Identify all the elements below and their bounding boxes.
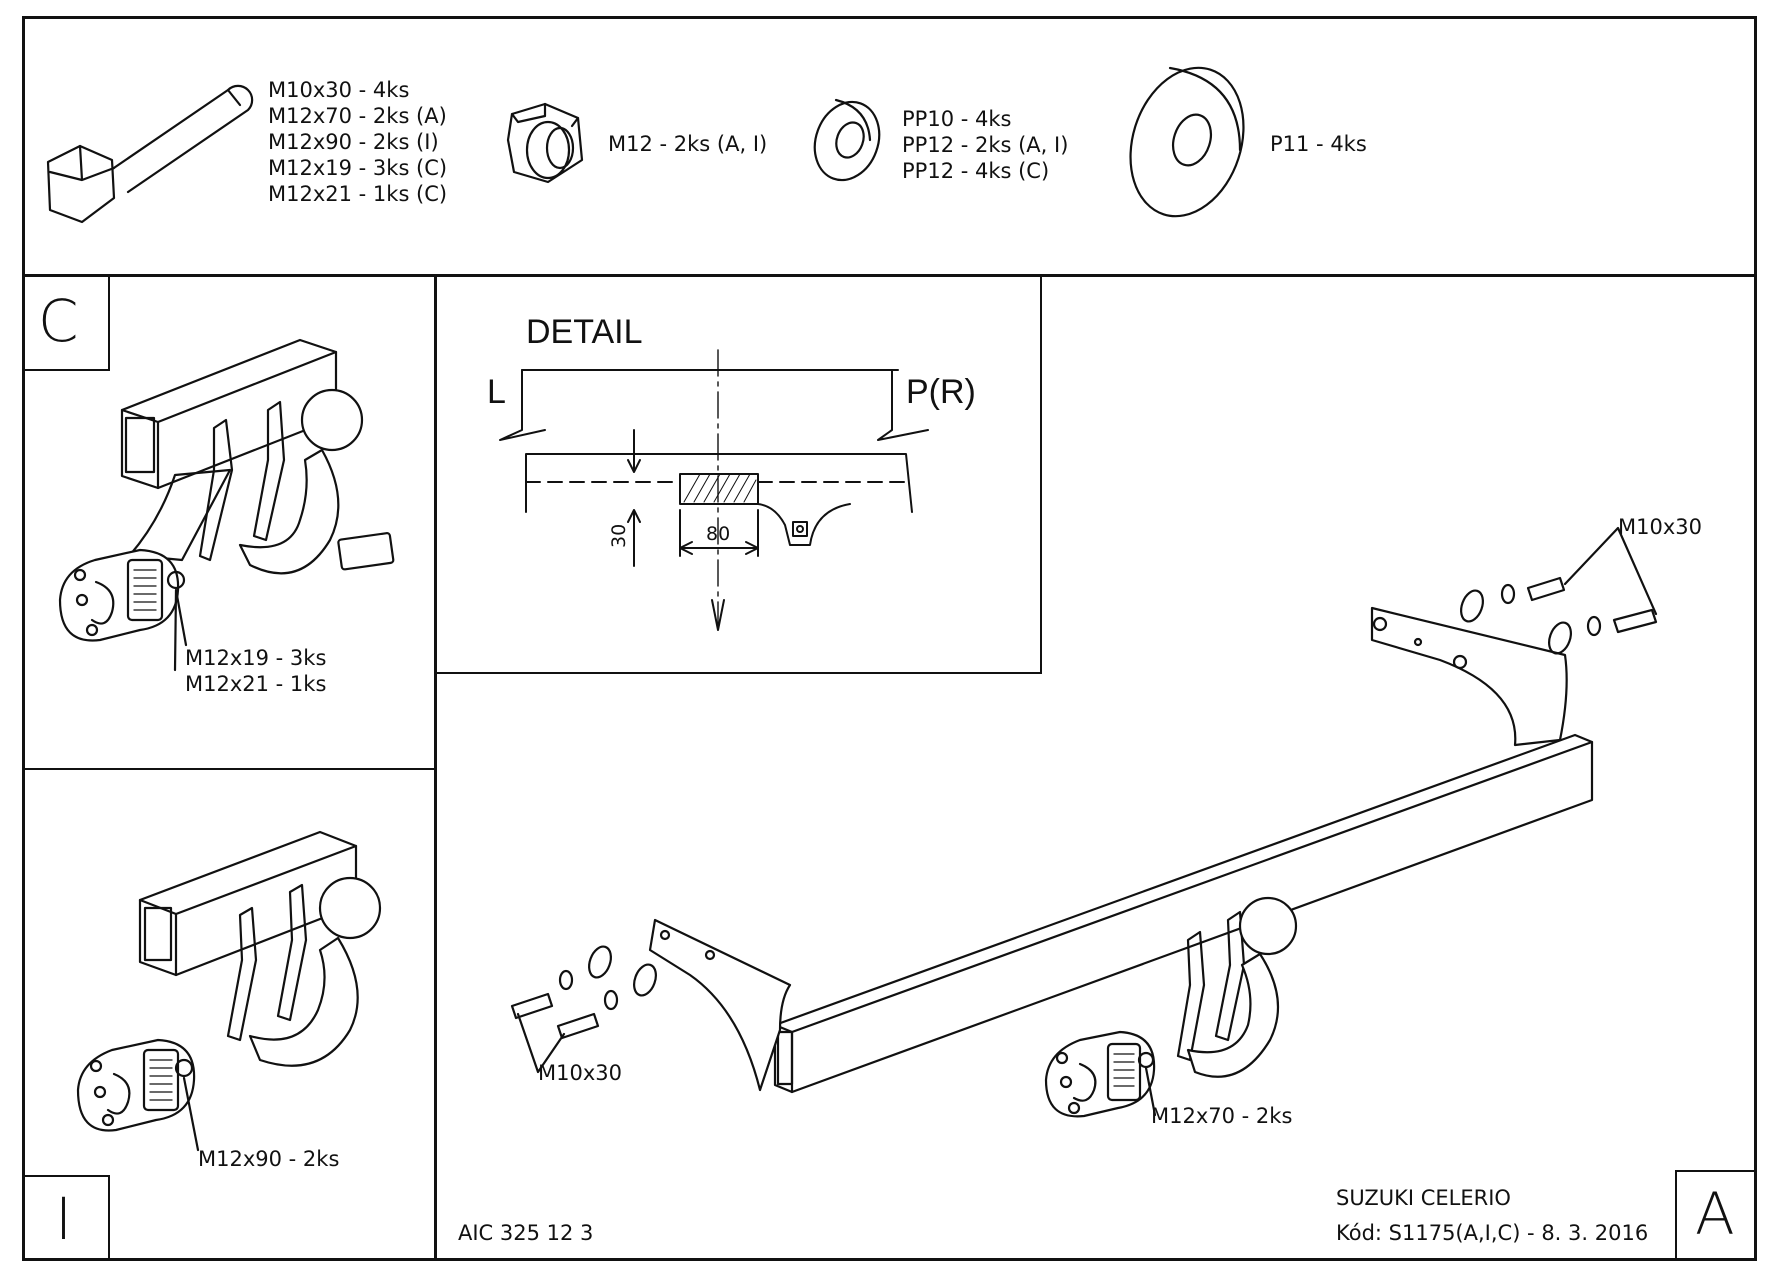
- nut-icon: [506, 102, 584, 184]
- letter-box-i: [22, 1175, 110, 1261]
- drawing-frame: [22, 16, 1757, 1261]
- kod-line: Kód: S1175(A,I,C) - 8. 3. 2016: [1336, 1221, 1649, 1245]
- vehicle-name: SUZUKI CELERIO: [1336, 1186, 1511, 1210]
- panel-letter-a: A: [1695, 1180, 1735, 1248]
- panel-c-label: M12x21 - 1ks: [185, 672, 327, 696]
- detail-title: DETAIL: [526, 313, 643, 351]
- panel-a-label-m12: M12x70 - 2ks: [1151, 1104, 1293, 1128]
- detail-box: [434, 274, 1042, 674]
- panel-letter-c: C: [38, 287, 79, 355]
- bolt-line: M12x90 - 2ks (I): [268, 130, 439, 154]
- bolt-line: M12x70 - 2ks (A): [268, 104, 447, 128]
- washer-line: PP12 - 4ks (C): [902, 159, 1050, 183]
- washer-line: PP10 - 4ks: [902, 107, 1012, 131]
- large-washer-icon: [1129, 66, 1245, 218]
- bolt-list: M10x30 - 4ks M12x70 - 2ks (A) M12x90 - 2…: [268, 77, 447, 207]
- nut-label: M12 - 2ks (A, I): [608, 132, 768, 156]
- bolt-line: M10x30 - 4ks: [268, 78, 410, 102]
- detail-left-label: L: [487, 373, 506, 411]
- detail-drawing: [499, 349, 929, 631]
- divider-left-middle: [22, 768, 436, 770]
- panel-i-towbar: [76, 830, 382, 1152]
- drawing-code: AIC 325 12 3: [458, 1221, 594, 1245]
- bolt-line: M12x19 - 3ks (C): [268, 156, 448, 180]
- panel-i-label: M12x90 - 2ks: [198, 1147, 340, 1171]
- small-washer-icon: [813, 98, 881, 182]
- washer-line: PP12 - 2ks (A, I): [902, 133, 1069, 157]
- panel-letter-i: I: [55, 1185, 73, 1253]
- small-washer-list: PP10 - 4ks PP12 - 2ks (A, I) PP12 - 4ks …: [902, 106, 1068, 184]
- letter-box-c: [22, 274, 110, 371]
- detail-right-label: P(R): [906, 373, 976, 411]
- bolt-line: M12x21 - 1ks (C): [268, 182, 448, 206]
- panel-a-towbar: [510, 526, 1658, 1118]
- panel-a-label-m10-left: M10x30: [538, 1061, 622, 1085]
- large-washer-label: P11 - 4ks: [1270, 132, 1367, 156]
- bolt-icon: [46, 84, 254, 224]
- panel-a-label-m10-top: M10x30: [1618, 515, 1702, 539]
- divider-left-column: [434, 274, 437, 1261]
- letter-box-a: [1675, 1170, 1757, 1261]
- panel-c-label: M12x19 - 3ks: [185, 646, 327, 670]
- panel-c-towbar: [58, 338, 395, 672]
